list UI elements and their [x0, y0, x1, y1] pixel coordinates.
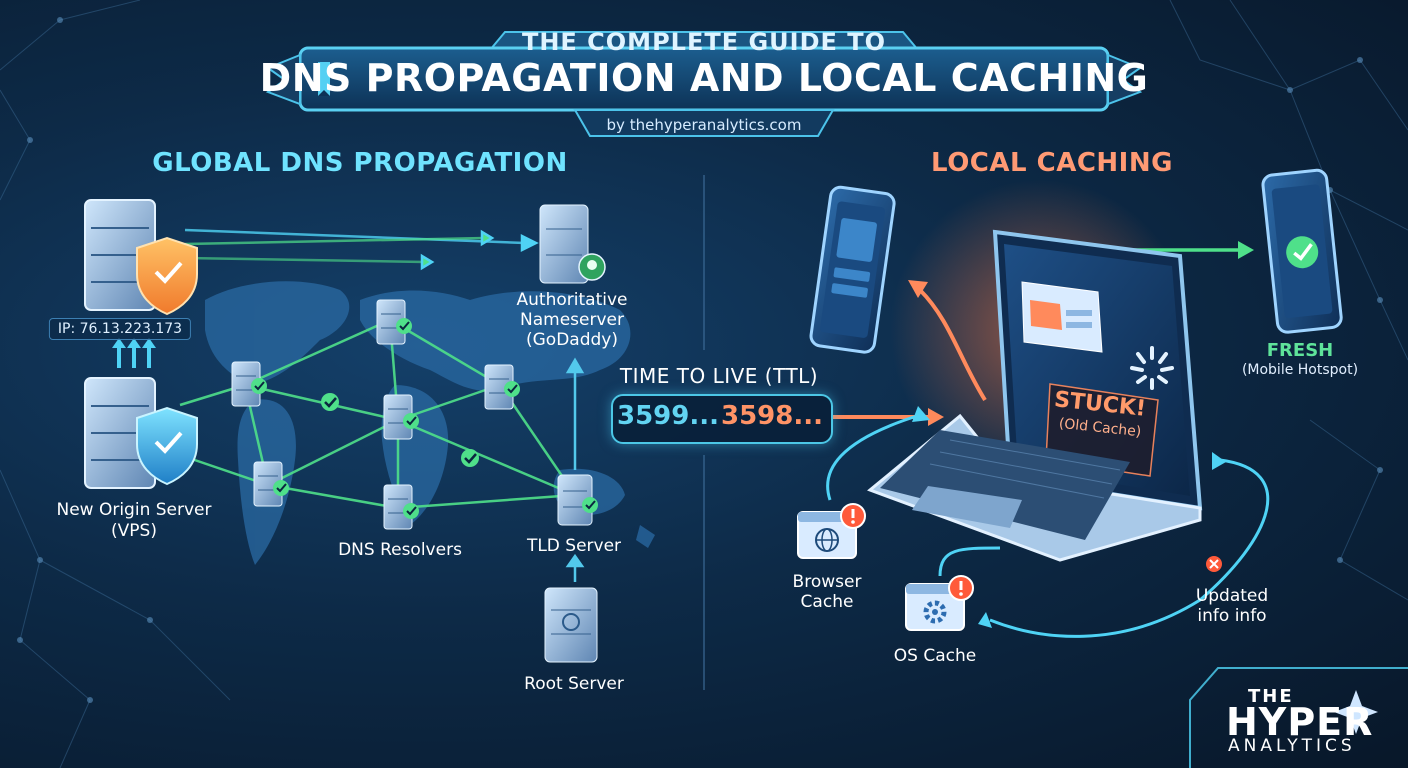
authoritative-label: Authoritative Nameserver (GoDaddy): [516, 290, 628, 350]
logo-frame: [1189, 667, 1408, 768]
root-server-icon: [544, 587, 598, 663]
os-cache-label: OS Cache: [893, 646, 977, 666]
section-heading-propagation: GLOBAL DNS PROPAGATION: [152, 148, 568, 178]
os-cache-icon: [905, 575, 974, 631]
fresh-label: FRESH: [1266, 340, 1334, 361]
origin-up-arrows: [112, 338, 156, 368]
logo-analytics: ANALYTICS: [1228, 736, 1356, 756]
page-title: DNS PROPAGATION AND LOCAL CACHING: [259, 56, 1149, 100]
background-nodes: [17, 17, 1383, 703]
ip-address-label: IP: 76.13.223.173: [48, 318, 192, 340]
blocked-update-icon: [1206, 556, 1222, 572]
origin-server-new-icon: [84, 377, 198, 489]
ttl-value-next: 3598...: [721, 401, 823, 431]
laptop-icon: [867, 229, 1203, 562]
root-server-label: Root Server: [524, 674, 624, 694]
logo-star-icon: [1334, 690, 1378, 734]
ttl-label: TIME TO LIVE (TTL): [619, 364, 819, 388]
origin-server-label: New Origin Server (VPS): [56, 500, 212, 541]
updated-info-label: Updated info info: [1195, 586, 1269, 626]
origin-to-auth-arrows: [184, 228, 539, 271]
browser-cache-label: Browser Cache: [792, 572, 862, 612]
logo-the: THE: [1248, 686, 1294, 707]
logo-hyper: HYPER: [1226, 700, 1374, 744]
ttl-counter-box: [611, 394, 833, 444]
fresh-sublabel: (Mobile Hotspot): [1241, 362, 1359, 378]
section-heading-caching: LOCAL CACHING: [931, 148, 1173, 178]
resolver-servers: [231, 299, 520, 530]
title-banner: [265, 31, 1143, 137]
root-to-tld-arrow: [565, 357, 585, 582]
tld-server-icon: [557, 474, 598, 526]
guide-kicker: THE COMPLETE GUIDE TO: [521, 28, 887, 56]
phone-old-icon: [809, 185, 896, 354]
browser-cache-icon: [797, 503, 866, 559]
byline-link: by thehyperanalytics.com: [606, 116, 802, 134]
dns-resolvers-label: DNS Resolvers: [338, 540, 462, 560]
authoritative-server-icon: [539, 204, 606, 284]
tld-server-label: TLD Server: [526, 536, 622, 556]
origin-server-top-icon: [84, 199, 198, 316]
link-checks: [321, 393, 479, 467]
spinner-icon: [1130, 346, 1174, 390]
phone-fresh-icon: [1261, 168, 1343, 334]
cache-loop-arrows: [826, 413, 1270, 638]
ttl-value-current: 3599...: [617, 401, 719, 431]
stale-arrow: [918, 288, 987, 402]
